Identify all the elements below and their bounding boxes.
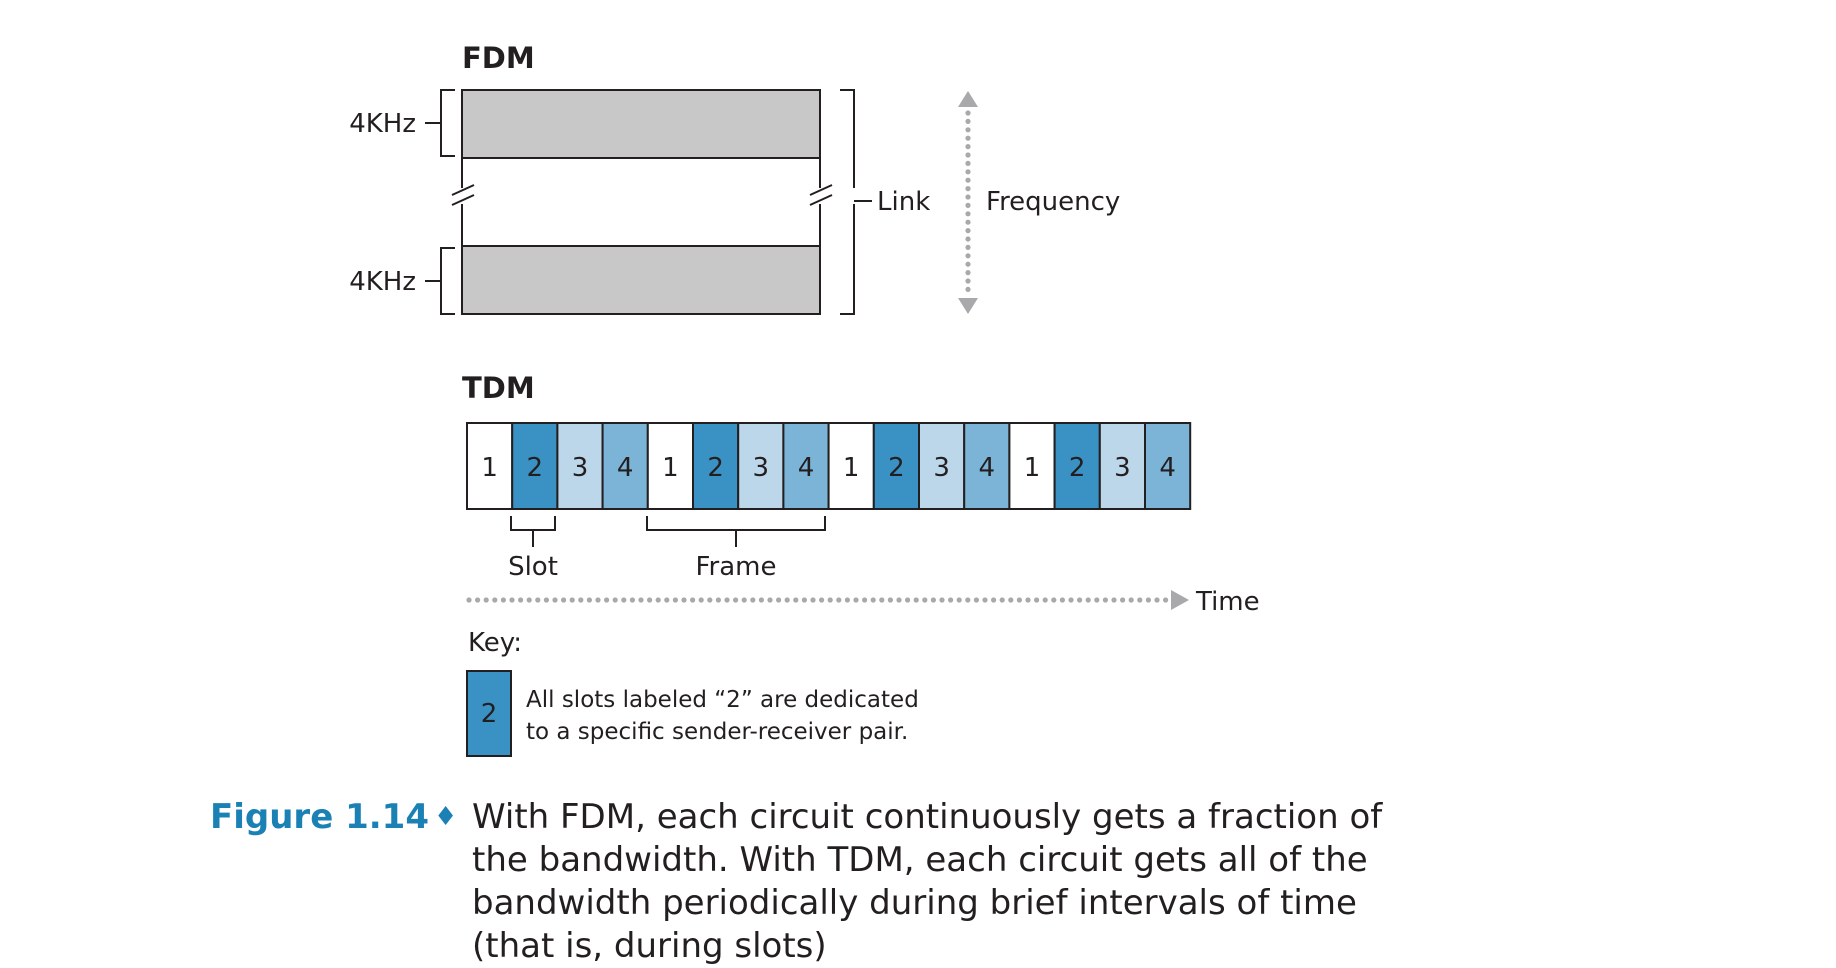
tdm-slot bbox=[466, 422, 514, 510]
fdm-band-brackets bbox=[425, 89, 455, 315]
tdm-slot bbox=[918, 422, 966, 510]
tdm-slot-number: 1 bbox=[1024, 453, 1041, 483]
tdm-slot-number: 4 bbox=[979, 453, 996, 483]
figure-label: Figure 1.14 bbox=[210, 797, 429, 837]
tdm-slot-number: 2 bbox=[527, 453, 544, 483]
tdm-slot-number: 3 bbox=[933, 453, 950, 483]
tdm-slot-number: 3 bbox=[1114, 453, 1131, 483]
tdm-slot bbox=[601, 422, 649, 510]
key-title: Key: bbox=[468, 628, 522, 658]
tdm-slot-number: 2 bbox=[1069, 453, 1086, 483]
tdm-slot-number: 1 bbox=[662, 453, 679, 483]
tdm-title: TDM bbox=[462, 371, 535, 405]
tdm-slot bbox=[1008, 422, 1056, 510]
fdm-band-bottom bbox=[461, 245, 821, 315]
fdm-band-top bbox=[461, 89, 821, 159]
fdm-band-label-top: 4KHz bbox=[349, 109, 416, 139]
tdm-slot-label: Slot bbox=[508, 552, 558, 582]
frequency-arrow-down-icon bbox=[958, 298, 978, 314]
tdm-slot-number: 4 bbox=[617, 453, 634, 483]
figure-caption-text: With FDM, each circuit continuously gets… bbox=[472, 797, 1383, 966]
key-sample-slot bbox=[466, 670, 512, 757]
time-axis bbox=[466, 590, 1189, 610]
tdm-slot bbox=[827, 422, 875, 510]
key-description-line1: All slots labeled “2” are dedicated bbox=[526, 687, 919, 713]
tdm-slot bbox=[1098, 422, 1147, 510]
tdm-slot-number: 4 bbox=[1159, 453, 1176, 483]
fdm-link-label: Link bbox=[877, 187, 930, 217]
frequency-axis bbox=[958, 91, 978, 314]
tdm-slot bbox=[556, 422, 604, 510]
tdm-slot-number: 4 bbox=[798, 453, 815, 483]
tdm-slot-number: 3 bbox=[753, 453, 770, 483]
tdm-brackets bbox=[510, 516, 826, 547]
tdm-slot-number: 3 bbox=[572, 453, 589, 483]
frequency-arrow-up-icon bbox=[958, 91, 978, 107]
fdm-tdm-diagram: FDM 4KHz 4KHz Link bbox=[349, 41, 1260, 757]
tdm-slot-number: 2 bbox=[707, 453, 724, 483]
fdm-break-lines bbox=[451, 158, 833, 246]
tdm-slot bbox=[1144, 422, 1192, 510]
diamond-icon: ♦ bbox=[434, 802, 458, 832]
time-arrow-right-icon bbox=[1171, 590, 1189, 610]
time-label: Time bbox=[1195, 587, 1260, 617]
fdm-link-bracket bbox=[840, 89, 872, 315]
tdm-slot bbox=[782, 422, 830, 510]
tdm-slot bbox=[1053, 422, 1101, 510]
fdm-band-label-bottom: 4KHz bbox=[349, 267, 416, 297]
frequency-label: Frequency bbox=[986, 187, 1120, 217]
tdm-slot-number: 2 bbox=[888, 453, 905, 483]
key-sample-slot-label: 2 bbox=[481, 699, 498, 729]
key-description-line2: to a specific sender-receiver pair. bbox=[526, 719, 908, 745]
fdm-title: FDM bbox=[462, 41, 535, 75]
tdm-slot bbox=[963, 422, 1011, 510]
tdm-slot-number: 1 bbox=[481, 453, 498, 483]
tdm-slot-number: 1 bbox=[843, 453, 860, 483]
tdm-slot bbox=[692, 422, 740, 510]
tdm-frame-label: Frame bbox=[695, 552, 776, 582]
tdm-slot bbox=[646, 422, 694, 510]
tdm-slot bbox=[737, 422, 785, 510]
